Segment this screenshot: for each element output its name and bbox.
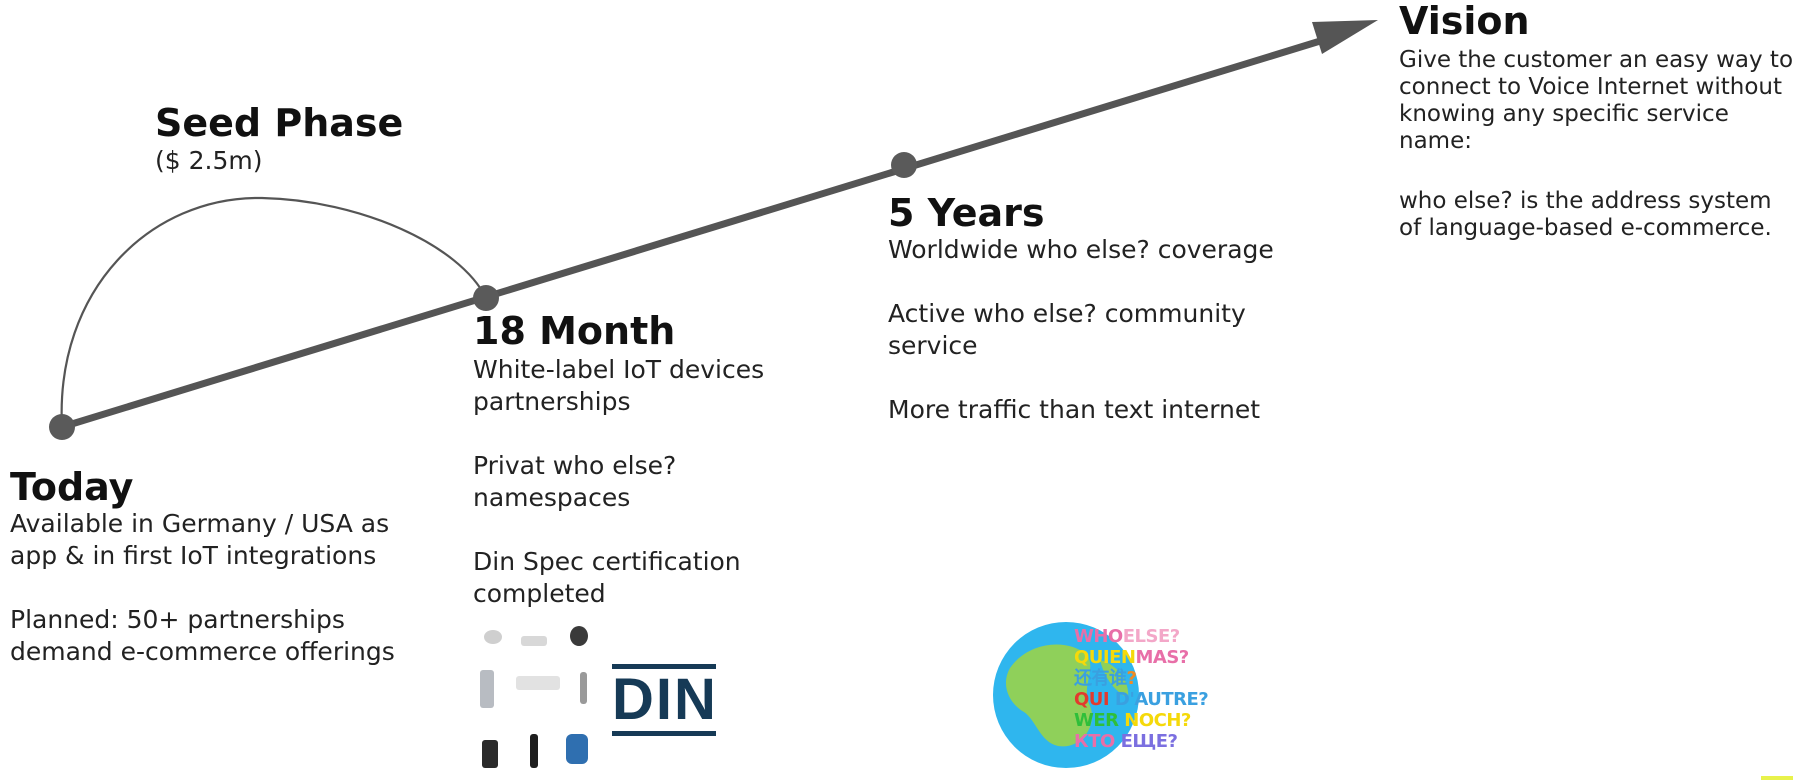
- corner-accent: [1761, 776, 1793, 780]
- globe-slogan-word: 还有谁: [1074, 668, 1127, 689]
- globe-slogan-word: КТО: [1074, 731, 1115, 752]
- vision-title: Vision: [1399, 0, 1530, 43]
- arrow-head-icon: [1312, 20, 1378, 54]
- milestone-dot-icon: [473, 285, 499, 311]
- globe-slogan-line: QUI D'AUTRE?: [1074, 689, 1209, 710]
- globe-slogan-line: WER NOCH?: [1074, 710, 1208, 731]
- years5-community: Active who else? community service: [888, 299, 1246, 360]
- today-planned: Planned: 50+ partnerships demand e-comme…: [10, 605, 395, 666]
- globe-logo-icon: WHOELSE?QUIENMAS?还有谁?QUI D'AUTRE?WER NOC…: [988, 620, 1218, 770]
- iot-devices-collage: [476, 622, 601, 782]
- today-title: Today: [10, 465, 134, 509]
- iot-device-icon: [580, 672, 587, 704]
- globe-slogan-word: MAS?: [1135, 647, 1189, 668]
- timeline-line: [60, 34, 1332, 431]
- years5-title: 5 Years: [888, 191, 1045, 235]
- seed-phase-title: Seed Phase: [155, 101, 404, 145]
- iot-device-icon: [530, 734, 538, 768]
- globe-slogan-word: ELSE?: [1122, 626, 1180, 647]
- din-logo-icon: DIN: [612, 664, 716, 736]
- globe-slogan-word: NOCH?: [1118, 710, 1191, 731]
- globe-icon: [993, 622, 1139, 768]
- globe-slogan-line: QUIENMAS?: [1074, 647, 1208, 668]
- years5-coverage: Worldwide who else? coverage: [888, 235, 1274, 264]
- globe-slogan: WHOELSE?QUIENMAS?还有谁?QUI D'AUTRE?WER NOC…: [1074, 626, 1209, 752]
- month18-title: 18 Month: [473, 309, 676, 353]
- din-logo-text: DIN: [612, 667, 718, 732]
- milestone-dot-icon: [49, 414, 75, 440]
- month18-din-spec: Din Spec certification completed: [473, 547, 741, 608]
- globe-slogan-line: 还有谁?: [1074, 668, 1208, 689]
- milestone-dot-icon: [891, 152, 917, 178]
- month18-namespaces: Privat who else? namespaces: [473, 451, 677, 512]
- globe-slogan-word: QUI: [1074, 689, 1110, 710]
- years5-traffic: More traffic than text internet: [888, 395, 1261, 424]
- vision-address-system: who else? is the address system of langu…: [1399, 188, 1772, 241]
- globe-slogan-word: ?: [1126, 668, 1137, 689]
- seed-phase-arc: [60, 196, 487, 428]
- globe-slogan-word: WER: [1074, 710, 1119, 731]
- today-availability: Available in Germany / USA as app & in f…: [10, 509, 390, 570]
- iot-device-icon: [482, 740, 498, 768]
- seed-phase-amount: ($ 2.5m): [155, 146, 263, 175]
- iot-device-icon: [521, 636, 547, 646]
- globe-slogan-word: WHO: [1074, 626, 1123, 647]
- globe-slogan-word: ЕЩЕ?: [1114, 731, 1178, 752]
- iot-device-icon: [566, 734, 588, 764]
- vision-description: Give the customer an easy way to connect…: [1399, 47, 1793, 154]
- iot-device-icon: [480, 670, 494, 708]
- iot-device-icon: [484, 630, 502, 644]
- globe-slogan-word: D'AUTRE?: [1109, 689, 1209, 710]
- globe-slogan-line: WHOELSE?: [1074, 626, 1208, 647]
- globe-slogan-line: КТО ЕЩЕ?: [1074, 731, 1208, 752]
- month18-iot-partnerships: White-label IoT devices partnerships: [473, 355, 765, 416]
- globe-slogan-word: QUIEN: [1074, 647, 1136, 668]
- iot-device-icon: [570, 626, 588, 646]
- iot-device-icon: [516, 676, 560, 690]
